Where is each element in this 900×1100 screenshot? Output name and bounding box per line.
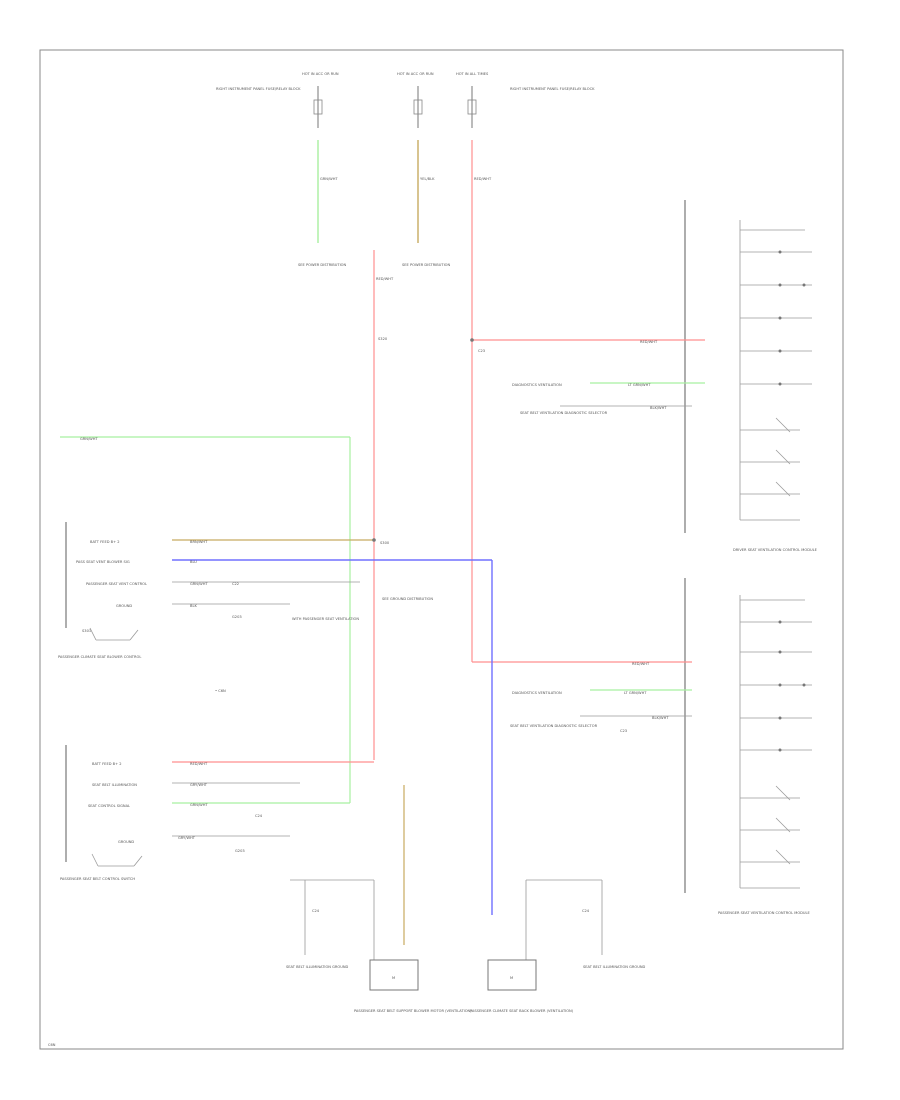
lb1-wire-b: BLU <box>190 560 197 564</box>
motor-left-label: PASSENGER SEAT BELT SUPPORT BLOWER MOTOR… <box>354 1009 472 1013</box>
center-splice-label: S300 <box>380 541 390 545</box>
bottom-right-conn: C24 <box>582 909 590 913</box>
motor-left-symbol: M <box>392 976 395 980</box>
fuse-1 <box>313 86 323 128</box>
passenger-feed-wire-label: RED/WHT <box>632 662 650 666</box>
driver-sensor-label: SEAT BELT VENTILATION DIAGNOSTIC SELECTO… <box>520 411 608 415</box>
lb1-pin-2: PASS SEAT VENT BLOWER SIG <box>76 560 130 564</box>
wire2-label: YEL/BLK <box>420 177 435 181</box>
motor-right-label: PASSENGER CLIMATE SEAT BACK BLOWER (VENT… <box>470 1009 574 1013</box>
fuse-label-3: HOT IN ALL TIMES <box>456 72 489 76</box>
lb1-wire-a: BRN/WHT <box>190 540 208 544</box>
bottom-right-ground: SEAT BELT ILLUMINATION GROUND <box>583 965 646 969</box>
driver-module-title: DRIVER SEAT VENTILATION CONTROL MODULE <box>733 548 818 552</box>
lb2-wire-b: GRY/WHT <box>190 783 208 787</box>
lb2-pin-4: GROUND <box>118 840 134 844</box>
lb2-pin-1: BATT FEED B+ 2 <box>92 762 122 766</box>
lb1-wire-d: BLK <box>190 604 197 608</box>
center-red-label: RED/WHT <box>376 277 394 281</box>
lb2-wire-a: RED/WHT <box>190 762 208 766</box>
driver-remote-label: DIAGNOSTICS VENTILATION <box>512 383 562 387</box>
driver-feed-splice <box>470 338 474 342</box>
driver-black-wire-label: BLK/WHT <box>650 406 667 410</box>
driver-splice-label: C23 <box>478 349 485 353</box>
lb2-switch <box>91 853 143 867</box>
lb1-cond-label: WITH PASSENGER SEAT VENTILATION <box>292 617 359 621</box>
driver-green-wire-label: LT GRN/WHT <box>628 383 651 387</box>
stub-label-left: SEE POWER DISTRIBUTION <box>298 263 346 267</box>
lb1-switch <box>89 627 139 641</box>
motor-left: M <box>369 959 419 991</box>
passenger-splice-label: C23 <box>620 729 627 733</box>
passenger-green-wire-label: LT GRN/WHT <box>624 691 647 695</box>
fuse-2 <box>413 86 423 128</box>
bottom-left-ground: SEAT BELT ILLUMINATION GROUND <box>286 965 349 969</box>
fuse-label-2: HOT IN ACC OR RUN <box>397 72 434 76</box>
lb2-connector: C24 <box>255 814 263 818</box>
passenger-remote-label: DIAGNOSTICS VENTILATION <box>512 691 562 695</box>
stub-label-mid: SEE POWER DISTRIBUTION <box>402 263 450 267</box>
passenger-module-pins <box>740 599 812 889</box>
passenger-black-wire-label: BLK/WHT <box>652 716 669 720</box>
fuse-block-label-right: RIGHT INSTRUMENT PANEL FUSE/RELAY BLOCK <box>510 87 595 91</box>
passenger-module-title: PASSENGER SEAT VENTILATION CONTROL MODUL… <box>718 911 811 915</box>
center-splice-mid: S320 <box>378 337 388 341</box>
bottom-left-conn: C24 <box>312 909 320 913</box>
lb1-pin-3: PASSENGER SEAT VENT CONTROL <box>86 582 147 586</box>
green-top-label: GRN/WHT <box>80 437 98 441</box>
lb1-ground-label: G203 <box>232 615 242 619</box>
fuse-label-1: HOT IN ACC OR RUN <box>302 72 339 76</box>
center-note: SEE GROUND DISTRIBUTION <box>382 597 433 601</box>
driver-module-pins <box>740 229 812 521</box>
left-block1-title: PASSENGER CLIMATE SEAT BLOWER CONTROL <box>58 655 141 659</box>
lb2-ground-label: G203 <box>235 849 245 853</box>
lb1-pin-1: BATT FEED B+ 2 <box>90 540 120 544</box>
fuse-3 <box>467 86 477 128</box>
lb1-splice: S301 <box>82 629 91 633</box>
wire3-label: RED/WHT <box>474 177 492 181</box>
passenger-sensor-label: SEAT BELT VENTILATION DIAGNOSTIC SELECTO… <box>510 724 598 728</box>
fuse-block-label-left: RIGHT INSTRUMENT PANEL FUSE/RELAY BLOCK <box>216 87 301 91</box>
lb1-wire-c: GRN/WHT <box>190 582 208 586</box>
motor-right: M <box>487 959 537 991</box>
lb1-pin-4: GROUND <box>116 604 132 608</box>
diagram-frame <box>39 49 844 1050</box>
lb2-pin-2: SEAT BELT ILLUMINATION <box>92 783 137 787</box>
lb2-wire-c: GRN/WHT <box>190 803 208 807</box>
center-splice-dot <box>372 538 376 542</box>
footer-code: C6N <box>48 1043 56 1047</box>
lb1-connector: C22 <box>232 582 239 586</box>
lb2-wire-d: GRY/WHT <box>178 836 196 840</box>
motor-right-symbol: M <box>510 976 513 980</box>
left-block2-title: PASSENGER SEAT BELT CONTROL SWITCH <box>60 877 135 881</box>
wire1-label: GRN/WHT <box>320 177 338 181</box>
lb2-pin-3: SEAT CONTROL SIGNAL <box>88 804 130 808</box>
driver-feed-wire-label: RED/WHT <box>640 340 658 344</box>
s300-marker: • C6N <box>215 689 226 693</box>
